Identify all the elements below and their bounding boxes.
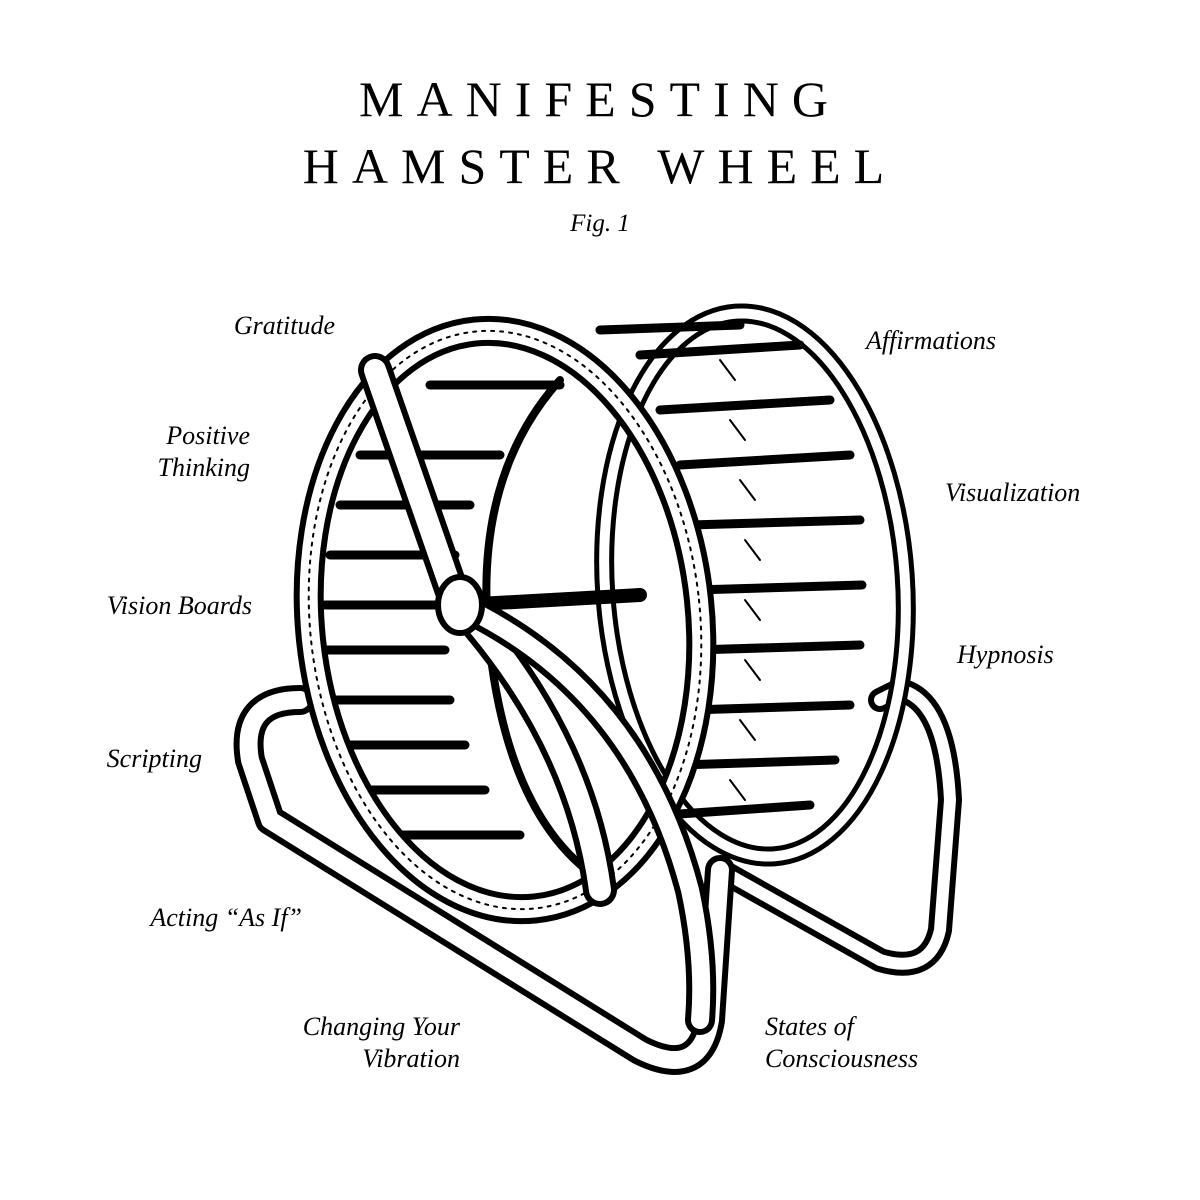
label-affirmations: Affirmations — [866, 326, 997, 355]
figure-label: Fig. 1 — [570, 210, 630, 237]
label-vision-boards: Vision Boards — [106, 591, 252, 620]
label-changing-vibration-line-1: Changing Your — [302, 1012, 460, 1041]
label-visualization: Visualization — [945, 478, 1081, 507]
label-states-line-1: States of — [765, 1012, 854, 1041]
label-changing-vibration: Changing Your Vibration — [240, 1011, 460, 1075]
label-changing-vibration-line-2: Vibration — [362, 1044, 460, 1073]
label-acting-as-if: Acting “As If” — [150, 903, 302, 932]
label-positive-thinking: Positive Thinking — [100, 420, 250, 484]
label-states-of-consciousness: States of Consciousness — [765, 1011, 918, 1075]
label-hypnosis: Hypnosis — [957, 640, 1054, 669]
title-line-2: HAMSTER WHEEL — [302, 138, 898, 194]
rim-hatching — [719, 359, 761, 801]
label-positive-thinking-line-1: Positive — [166, 421, 250, 450]
hub — [435, 574, 485, 636]
wheel-rungs — [320, 320, 867, 840]
label-scripting: Scripting — [106, 744, 202, 773]
label-gratitude: Gratitude — [233, 311, 335, 340]
axle — [453, 588, 647, 612]
label-positive-thinking-line-2: Thinking — [157, 453, 250, 482]
label-states-line-2: Consciousness — [765, 1044, 919, 1073]
title-line-1: MANIFESTING — [359, 71, 841, 127]
